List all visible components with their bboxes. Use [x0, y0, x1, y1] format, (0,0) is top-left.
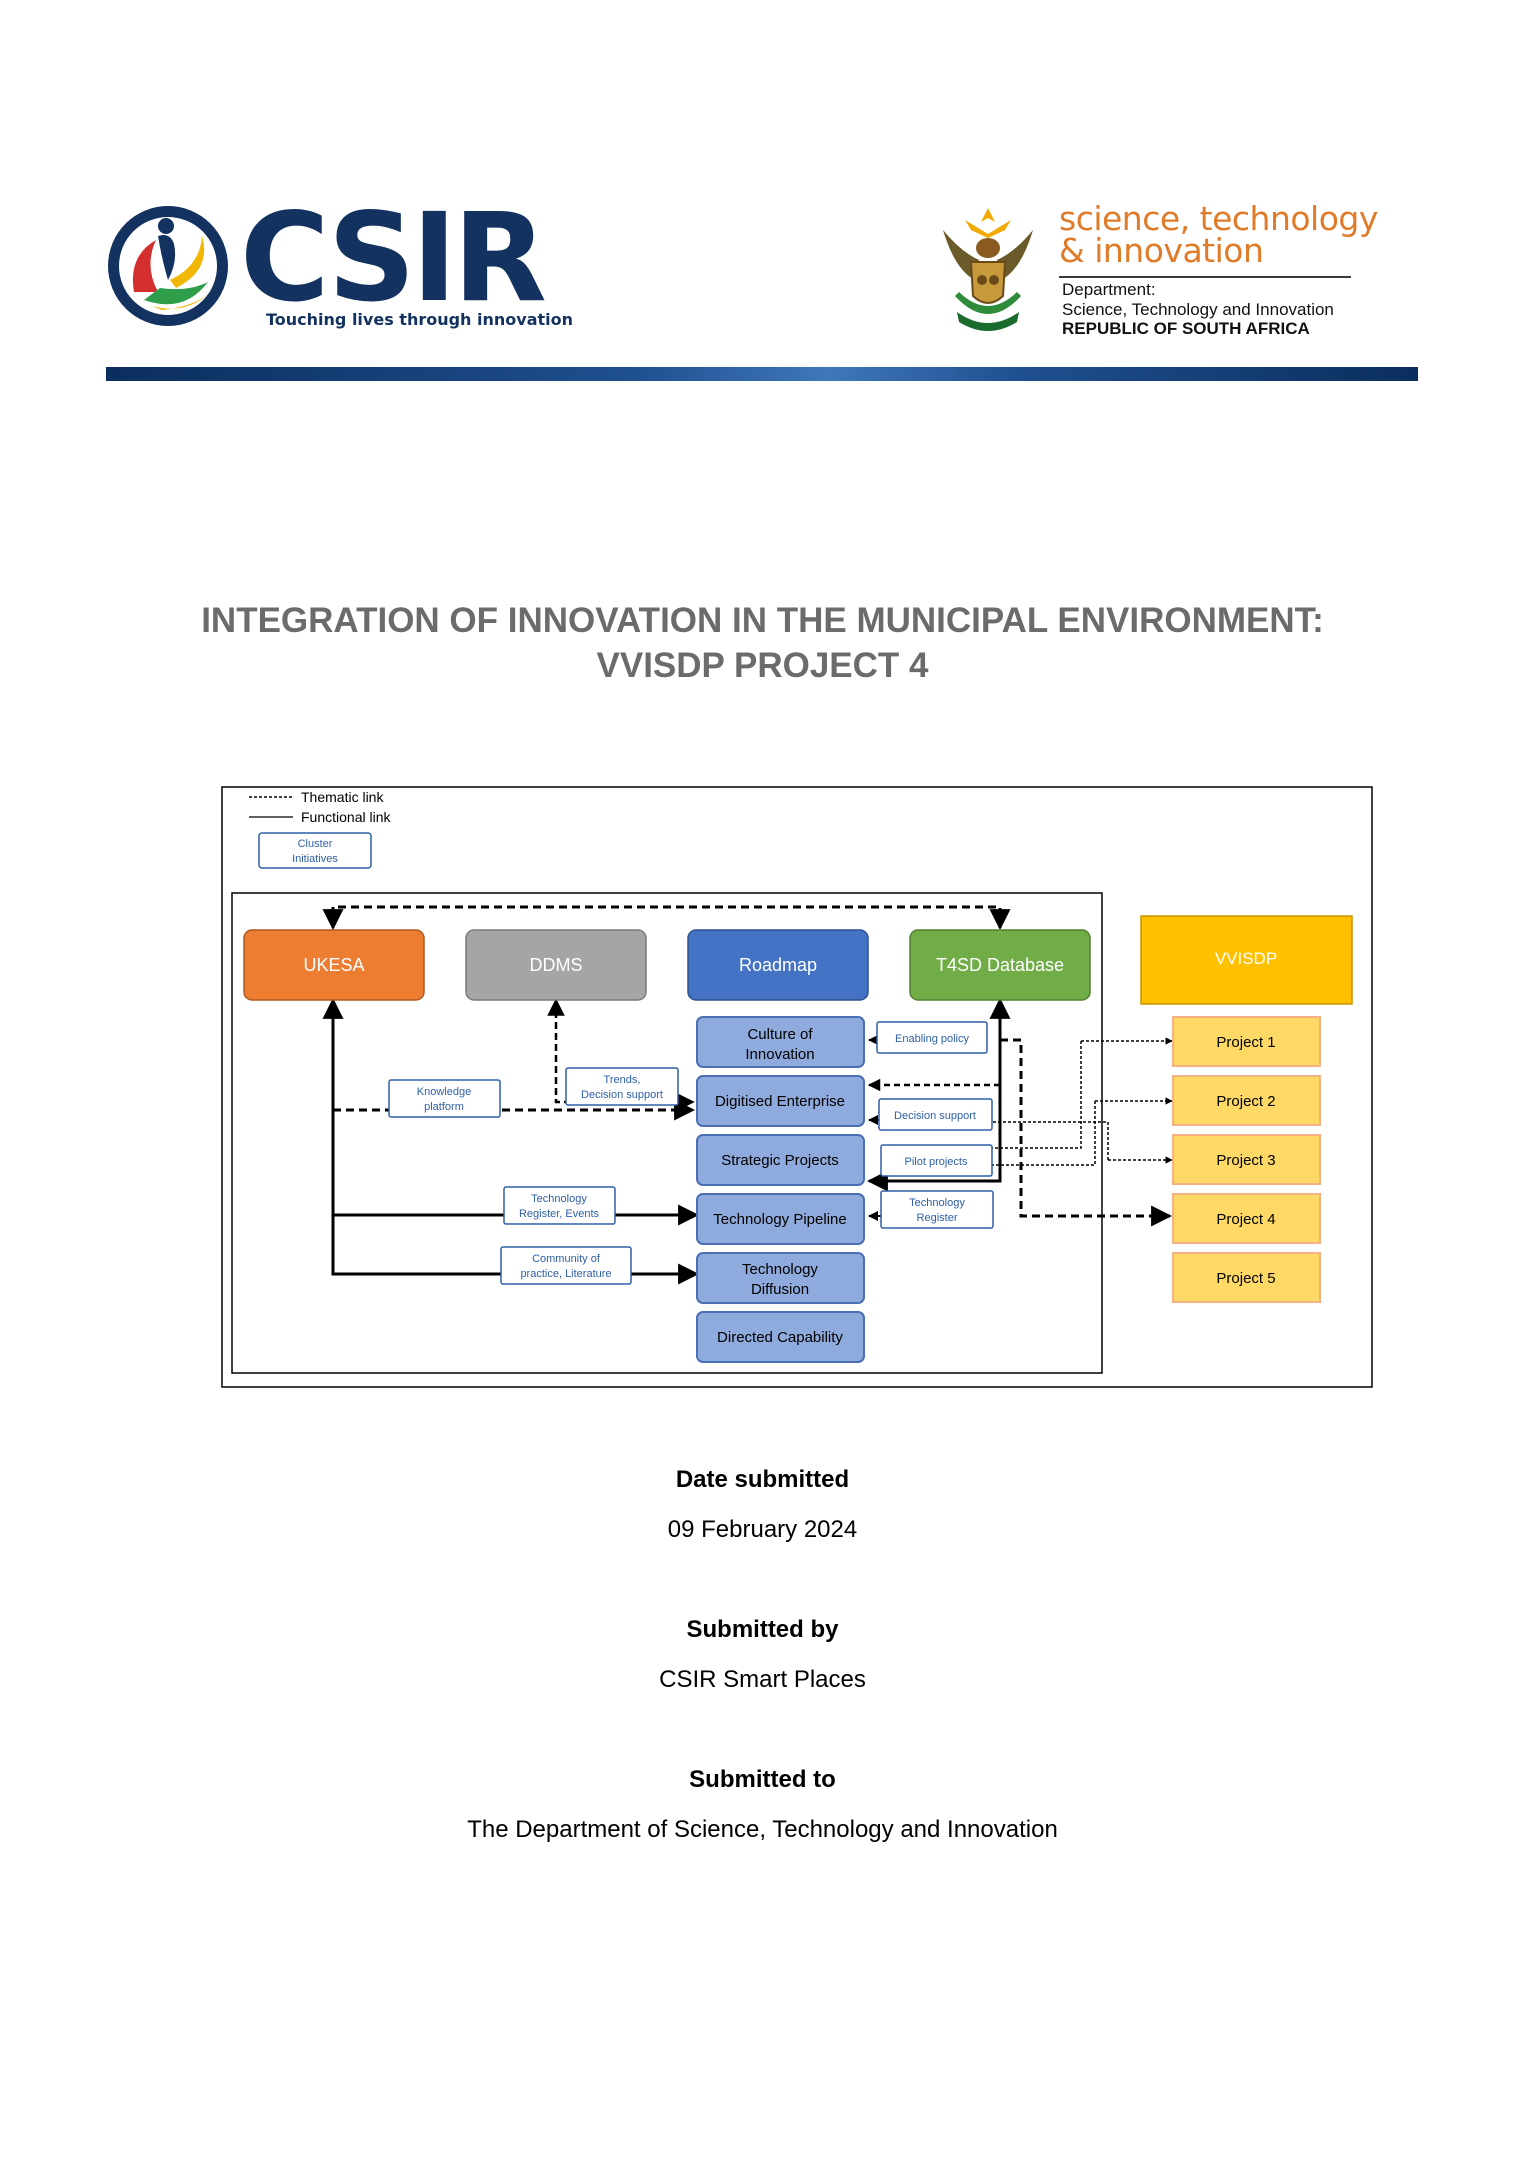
submitted-to-value: The Department of Science, Technology an…	[467, 1816, 1058, 1843]
svg-text:Innovation: Innovation	[745, 1046, 814, 1063]
link-label-pilot-projects: Pilot projects	[880, 1144, 993, 1177]
csir-wordmark: CSIR	[240, 187, 547, 329]
link-label-community: Community of practice, Literature	[500, 1246, 632, 1285]
dsti-dept-line-3: REPUBLIC OF SOUTH AFRICA	[1062, 319, 1310, 338]
legend-thematic-label: Thematic link	[301, 789, 384, 805]
svg-text:platform: platform	[424, 1101, 464, 1113]
roadmap-box: Roadmap	[687, 929, 869, 1001]
legend-functional-label: Functional link	[301, 809, 391, 825]
svg-text:Decision support: Decision support	[581, 1089, 663, 1101]
svg-text:Decision support: Decision support	[894, 1110, 976, 1122]
roadmap-label: Roadmap	[739, 955, 817, 975]
roadmap-item-culture: Culture of Innovation	[696, 1016, 865, 1068]
csir-emblem-icon	[108, 206, 228, 326]
t4sd-label: T4SD Database	[936, 955, 1064, 975]
cluster-frame	[231, 892, 1103, 1374]
roadmap-item-directed: Directed Capability	[696, 1311, 865, 1363]
svg-text:Register: Register	[917, 1212, 958, 1224]
dsti-name-line-1: science, technology	[1059, 199, 1378, 238]
vvisdp-label: VVISDP	[1215, 949, 1277, 968]
project-4-box: Project 4	[1172, 1193, 1321, 1244]
ukesa-label: UKESA	[303, 955, 364, 975]
integration-diagram: Thematic link Functional link Cluster In…	[221, 786, 1374, 1390]
roadmap-item-pipeline: Technology Pipeline	[696, 1193, 865, 1245]
dsti-dept-line-1: Department:	[1062, 280, 1156, 299]
t4sd-database-box: T4SD Database	[909, 929, 1091, 1001]
svg-text:Trends,: Trends,	[604, 1074, 641, 1086]
svg-text:Enabling policy: Enabling policy	[895, 1033, 969, 1045]
legend-cluster-text-2: Initiatives	[292, 853, 338, 865]
dsti-divider	[1059, 276, 1351, 278]
ddms-label: DDMS	[530, 955, 583, 975]
dsti-logo: science, technology & innovation Departm…	[935, 200, 1378, 340]
coat-of-arms-icon	[943, 208, 1033, 331]
svg-text:Technology Pipeline: Technology Pipeline	[713, 1211, 846, 1228]
roadmap-item-strategic: Strategic Projects	[696, 1134, 865, 1186]
svg-text:practice, Literature: practice, Literature	[520, 1268, 611, 1280]
svg-text:Technology: Technology	[909, 1197, 965, 1209]
roadmap-item-digitised: Digitised Enterprise	[696, 1075, 865, 1127]
svg-text:Diffusion: Diffusion	[751, 1281, 809, 1298]
ukesa-box: UKESA	[243, 929, 425, 1001]
link-label-trends: Trends, Decision support	[565, 1067, 679, 1106]
svg-text:Digitised Enterprise: Digitised Enterprise	[715, 1093, 845, 1110]
svg-text:Register, Events: Register, Events	[519, 1208, 600, 1220]
svg-text:Project 4: Project 4	[1216, 1211, 1275, 1228]
title-line-1: INTEGRATION OF INNOVATION IN THE MUNICIP…	[201, 601, 1324, 640]
dsti-dept-line-2: Science, Technology and Innovation	[1062, 300, 1334, 319]
header-bar	[106, 367, 1418, 381]
link-label-knowledge: Knowledge platform	[388, 1079, 501, 1118]
svg-text:Project 2: Project 2	[1216, 1093, 1275, 1110]
project-2-box: Project 2	[1172, 1075, 1321, 1126]
link-label-decision-support: Decision support	[878, 1098, 993, 1131]
submitted-to-label: Submitted to	[689, 1766, 836, 1793]
date-submitted-value: 09 February 2024	[667, 1516, 858, 1543]
project-5-box: Project 5	[1172, 1252, 1321, 1303]
link-label-enabling-policy: Enabling policy	[876, 1021, 988, 1054]
dsti-name-line-2: & innovation	[1059, 231, 1264, 270]
ddms-box: DDMS	[465, 929, 647, 1001]
svg-text:Project 5: Project 5	[1216, 1270, 1275, 1287]
link-label-tech-register: Technology Register	[880, 1190, 994, 1229]
svg-text:Technology: Technology	[742, 1261, 818, 1278]
submitted-by-value: CSIR Smart Places	[659, 1666, 866, 1693]
link-label-tech-register-events: Technology Register, Events	[503, 1186, 616, 1225]
csir-logo: CSIR Touching lives through innovation	[104, 188, 573, 336]
svg-text:Culture of: Culture of	[747, 1026, 813, 1043]
svg-text:Technology: Technology	[531, 1193, 587, 1205]
csir-tagline: Touching lives through innovation	[266, 310, 574, 329]
date-submitted-label: Date submitted	[675, 1466, 850, 1493]
document-title: INTEGRATION OF INNOVATION IN THE MUNICIP…	[0, 598, 1525, 688]
legend-cluster-box	[258, 832, 372, 869]
svg-text:Knowledge: Knowledge	[417, 1086, 471, 1098]
title-line-2: VVISDP PROJECT 4	[596, 646, 929, 685]
svg-text:Community of: Community of	[532, 1253, 601, 1265]
legend-cluster-text-1: Cluster	[298, 838, 333, 850]
diagram-canvas: Thematic link Functional link Cluster In…	[221, 786, 1373, 1388]
svg-text:Project 1: Project 1	[1216, 1034, 1275, 1051]
project-3-box: Project 3	[1172, 1134, 1321, 1185]
roadmap-item-diffusion: Technology Diffusion	[696, 1252, 865, 1304]
svg-text:Directed Capability: Directed Capability	[717, 1329, 843, 1346]
svg-text:Project 3: Project 3	[1216, 1152, 1275, 1169]
project-1-box: Project 1	[1172, 1016, 1321, 1067]
svg-text:Pilot projects: Pilot projects	[905, 1156, 968, 1168]
svg-text:Strategic Projects: Strategic Projects	[721, 1152, 839, 1169]
submitted-by-label: Submitted by	[686, 1616, 839, 1643]
vvisdp-box: VVISDP	[1140, 915, 1353, 1005]
